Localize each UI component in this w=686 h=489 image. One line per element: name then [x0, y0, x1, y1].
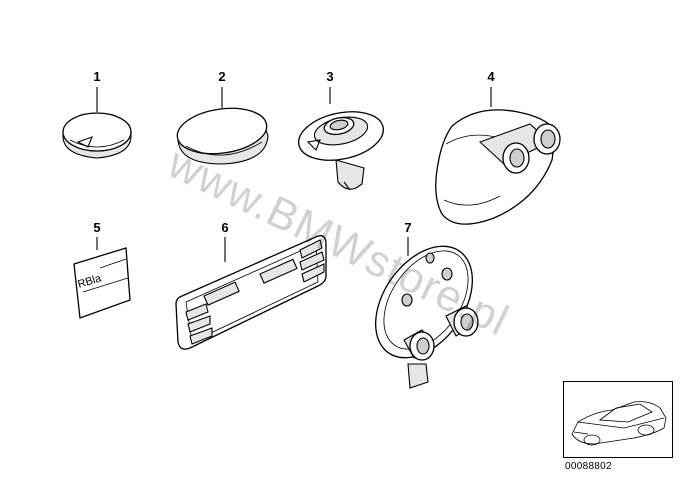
callout-number-4: 4 — [487, 69, 495, 84]
callout-number-1: 1 — [93, 69, 101, 84]
part-4-rubber-sleeve[interactable] — [435, 87, 561, 225]
part-2-oval-plug[interactable] — [174, 87, 269, 165]
callout-number-6: 6 — [221, 220, 229, 235]
part-3-grommet-clip[interactable] — [294, 87, 388, 191]
callout-number-2: 2 — [218, 69, 226, 84]
diagram-id-number: 00088802 — [565, 461, 612, 472]
callout-number-5: 5 — [93, 220, 101, 235]
part-5-label-sticker[interactable]: RBla — [73, 237, 131, 319]
vehicle-thumbnail[interactable] — [563, 381, 673, 458]
arrow-marking-icon — [76, 136, 93, 148]
car-outline-icon — [571, 401, 667, 446]
part-1-round-cap[interactable] — [62, 87, 132, 159]
callout-number-7: 7 — [404, 220, 412, 235]
part-6-channel-plate[interactable] — [175, 235, 327, 350]
callout-number-3: 3 — [326, 69, 334, 84]
part-7-round-plate[interactable] — [356, 228, 493, 389]
